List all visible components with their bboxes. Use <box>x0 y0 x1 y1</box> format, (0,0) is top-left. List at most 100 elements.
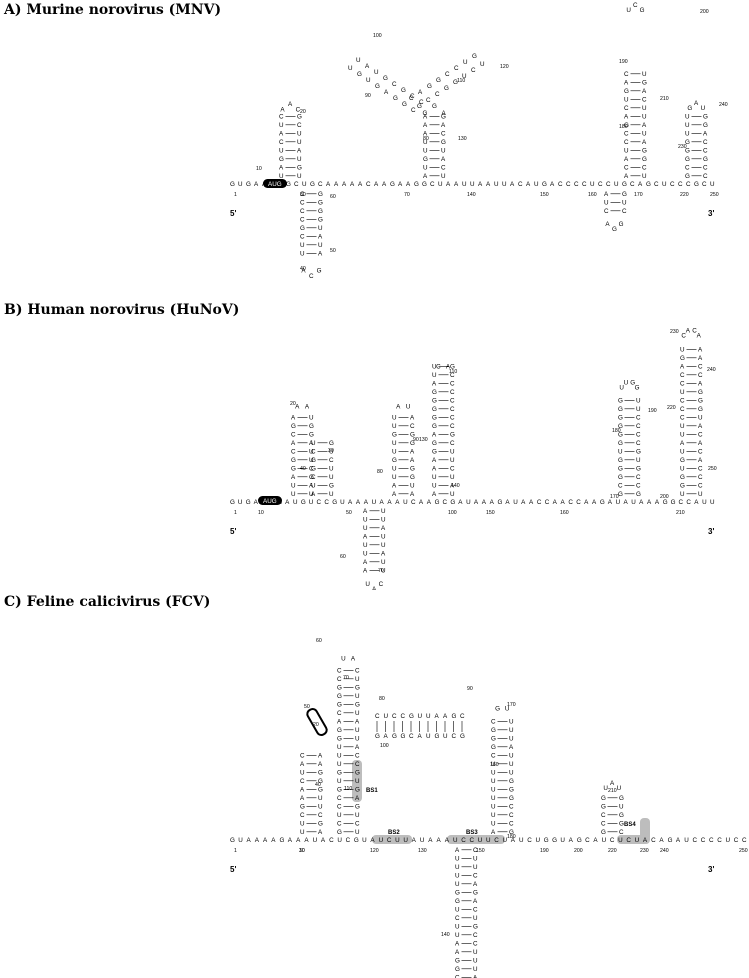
stem-nucleotide: C <box>441 165 446 172</box>
stem-nucleotide: C <box>337 668 342 675</box>
stem-nucleotide: U <box>329 491 334 498</box>
stem-nucleotide: U <box>337 761 342 768</box>
loop-nucleotide: A <box>351 655 356 662</box>
stem-nucleotide: C <box>300 200 305 207</box>
stem-nucleotide: G <box>337 693 342 700</box>
stem-nucleotide: C <box>698 474 703 481</box>
loop-nucleotide: G <box>432 103 437 110</box>
stem-nucleotide: G <box>375 83 380 90</box>
stem-nucleotide: C <box>355 668 360 675</box>
baseline-nucleotide: G <box>542 181 547 188</box>
stem-nucleotide: A <box>418 89 423 96</box>
stem-nucleotide: G <box>318 217 323 224</box>
stem-nucleotide: U <box>463 59 468 66</box>
baseline-nucleotide: G <box>663 499 668 506</box>
position-number: 90 <box>413 437 419 443</box>
baseline-nucleotide: A <box>348 499 353 506</box>
baseline-nucleotide: A <box>445 837 450 844</box>
stem-nucleotide: G <box>337 770 342 777</box>
baseline-nucleotide: C <box>518 181 523 188</box>
position-number: 30 <box>299 848 305 854</box>
baseline-nucleotide: C <box>387 837 392 844</box>
stem-nucleotide: C <box>619 829 624 836</box>
baseline-nucleotide: G <box>422 181 427 188</box>
stem-nucleotide: A <box>432 432 437 439</box>
stem-nucleotide: A <box>455 949 460 956</box>
position-number: 210 <box>660 96 669 102</box>
baseline-nucleotide: C <box>527 837 532 844</box>
baseline-nucleotide: A <box>474 499 479 506</box>
stem-nucleotide: G <box>685 139 690 146</box>
baseline-nucleotide: U <box>420 837 425 844</box>
stem-nucleotide: U <box>462 73 467 80</box>
loop-nucleotide: A <box>372 586 377 590</box>
stem-nucleotide: C <box>450 440 455 447</box>
baseline-nucleotide: G <box>450 499 455 506</box>
baseline-nucleotide: A <box>334 181 339 188</box>
position-number: 10 <box>258 510 264 516</box>
stem-nucleotide: A <box>363 568 368 575</box>
stem-nucleotide: G <box>329 483 334 490</box>
baseline-nucleotide: U <box>309 499 314 506</box>
stem-nucleotide: G <box>455 898 460 905</box>
stem-nucleotide: C <box>698 449 703 456</box>
stem-nucleotide: A <box>410 457 415 464</box>
stem-nucleotide: G <box>357 71 362 78</box>
loop-nucleotide: A <box>686 328 691 335</box>
stem-nucleotide: G <box>410 466 415 473</box>
baseline-nucleotide: G <box>230 181 235 188</box>
baseline-nucleotide: U <box>462 181 467 188</box>
stem-nucleotide: A <box>279 165 284 172</box>
stem-nucleotide: C <box>680 381 685 388</box>
baseline-nucleotide: G <box>280 837 285 844</box>
position-number: 100 <box>380 743 389 749</box>
baseline-nucleotide: U <box>379 837 384 844</box>
stem-nucleotide: C <box>392 81 397 88</box>
stem-nucleotide: U <box>297 131 302 138</box>
stem-nucleotide: U <box>381 542 386 549</box>
stem-nucleotide: C <box>450 398 455 405</box>
stem-nucleotide: U <box>642 131 647 138</box>
loop-nucleotide: A <box>694 100 699 107</box>
stem-nucleotide: U <box>636 406 641 413</box>
position-number: 80 <box>379 696 385 702</box>
baseline-nucleotide: U <box>710 181 715 188</box>
baseline-nucleotide: U <box>616 499 621 506</box>
stem-nucleotide: C <box>680 406 685 413</box>
loop-nucleotide: C <box>436 363 441 370</box>
baseline-nucleotide: U <box>536 837 541 844</box>
stem-nucleotide: C <box>642 165 647 172</box>
stem-nucleotide: C <box>454 65 459 72</box>
position-number: 140 <box>467 192 476 198</box>
position-number: 160 <box>560 510 569 516</box>
stem-nucleotide: A <box>423 173 428 180</box>
stem-nucleotide: A <box>473 881 478 888</box>
baseline-nucleotide: C <box>494 837 499 844</box>
stem-nucleotide: C <box>703 139 708 146</box>
stem-nucleotide: U <box>337 778 342 785</box>
baseline-nucleotide: C <box>709 837 714 844</box>
baseline-nucleotide: G <box>671 499 676 506</box>
stem-nucleotide: C <box>473 847 478 854</box>
stem-nucleotide: G <box>318 770 323 777</box>
loop-nucleotide: G <box>619 221 624 228</box>
stem-nucleotide: G <box>473 890 478 897</box>
baseline-nucleotide: C <box>568 499 573 506</box>
baseline-nucleotide: A <box>412 837 417 844</box>
stem-nucleotide: U <box>381 517 386 524</box>
baseline-nucleotide: A <box>304 837 309 844</box>
position-number: 240 <box>660 848 669 854</box>
baseline-nucleotide: U <box>293 499 298 506</box>
stem-nucleotide: C <box>337 710 342 717</box>
baseline-nucleotide: U <box>684 837 689 844</box>
stem-nucleotide: U <box>642 71 647 78</box>
stem-nucleotide: A <box>318 761 323 768</box>
stem-nucleotide: U <box>392 415 397 422</box>
stem-nucleotide: G <box>698 398 703 405</box>
stem-nucleotide: G <box>309 474 314 481</box>
baseline-nucleotide: C <box>678 181 683 188</box>
position-number: 1 <box>234 192 237 198</box>
stem-nucleotide: C <box>441 131 446 138</box>
stem-nucleotide: C <box>337 676 342 683</box>
